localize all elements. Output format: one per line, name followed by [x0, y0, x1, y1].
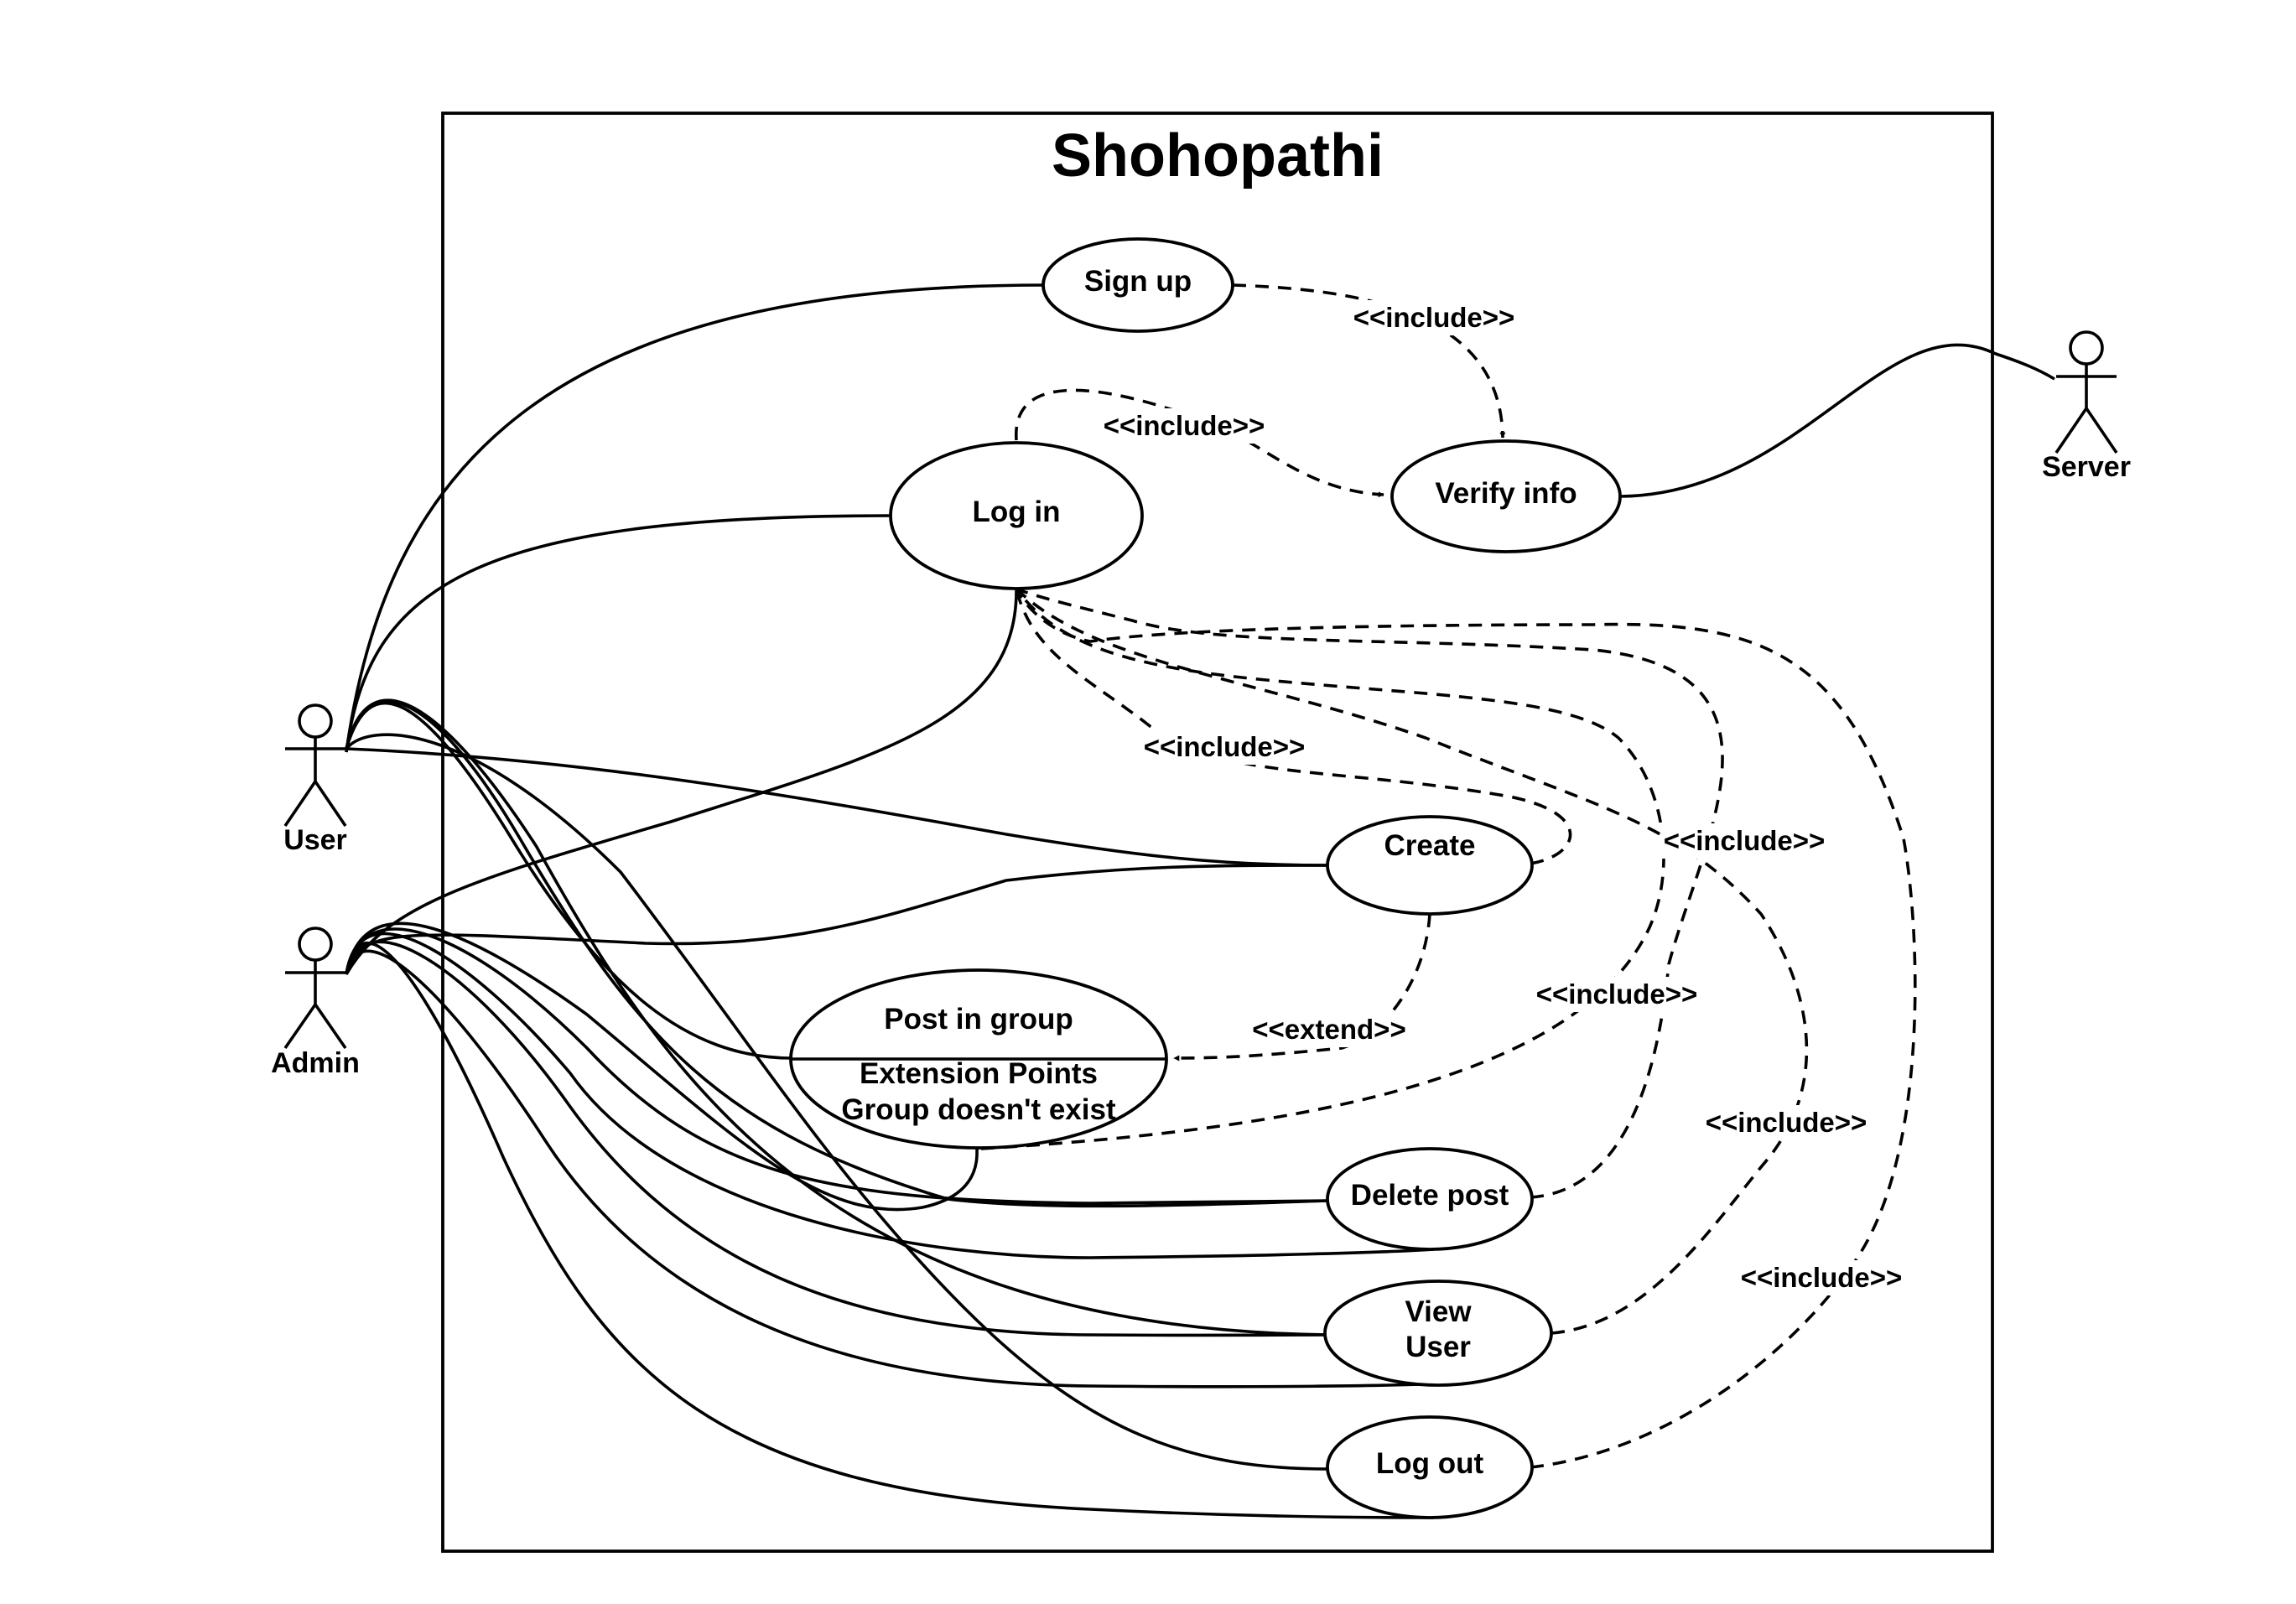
assoc-admin-delete-a — [345, 927, 1330, 1205]
label-include-login-verify: <<include>> — [1104, 410, 1265, 441]
include-logout-login — [1015, 588, 1917, 1469]
use-case-delete-post[interactable]: Delete post — [1326, 1147, 1534, 1251]
system-title: Shohopathi — [1052, 122, 1384, 189]
use-case-sign-up-label: Sign up — [1084, 265, 1192, 298]
use-case-create[interactable]: Create — [1326, 815, 1534, 916]
label-include-delete-login: <<include>> — [1664, 825, 1826, 856]
assoc-admin-view-b — [345, 949, 1447, 1389]
assoc-user-view — [345, 698, 1330, 1337]
extension-points-heading: Extension Points — [860, 1057, 1098, 1090]
assoc-admin-logout — [345, 941, 1435, 1519]
assoc-admin-login — [345, 586, 1018, 975]
include-post-login — [980, 587, 1665, 1150]
label-extend-create-post: <<extend>> — [1252, 1014, 1405, 1045]
include-create-login — [1015, 588, 1572, 865]
actor-user-label: User — [283, 824, 347, 856]
relation-labels: <<include>> <<include>> <<include>> <<in… — [1100, 300, 1905, 1295]
admin-associations — [345, 586, 1447, 1519]
use-case-post-in-group-label: Post in group — [884, 1003, 1073, 1036]
include-delete-login — [1016, 587, 1724, 1199]
assoc-user-login — [345, 514, 893, 753]
actor-admin-label: Admin — [271, 1047, 360, 1079]
use-case-verify-info-label: Verify info — [1435, 477, 1577, 510]
use-case-log-in[interactable]: Log in — [889, 441, 1144, 590]
use-case-sign-up[interactable]: Sign up — [1042, 237, 1234, 333]
system-boundary — [441, 112, 1994, 1553]
use-case-log-in-label: Log in — [973, 496, 1061, 528]
use-case-view-user[interactable]: View User — [1323, 1280, 1553, 1387]
actor-server-label: Server — [2042, 451, 2131, 483]
actor-user[interactable]: User — [283, 703, 347, 856]
use-case-log-out[interactable]: Log out — [1326, 1415, 1534, 1519]
label-include-logout-login: <<include>> — [1741, 1262, 1903, 1293]
assoc-admin-delete-b — [345, 932, 1435, 1259]
extension-point-group-doesnt-exist: Group doesn't exist — [841, 1093, 1116, 1126]
label-include-view-login: <<include>> — [1706, 1107, 1867, 1138]
use-case-view-user-label-line1: View — [1405, 1295, 1472, 1328]
label-include-signup-verify: <<include>> — [1353, 302, 1515, 333]
assoc-user-logout — [345, 733, 1330, 1471]
assoc-user-create — [345, 747, 1330, 867]
use-case-view-user-label-line2: User — [1405, 1331, 1471, 1363]
include-view-login — [1015, 587, 1809, 1335]
actor-admin[interactable]: Admin — [271, 927, 360, 1079]
use-case-delete-post-label: Delete post — [1351, 1179, 1509, 1212]
assoc-user-signup — [345, 283, 1045, 753]
assoc-admin-create — [345, 864, 1330, 975]
use-case-log-out-label: Log out — [1376, 1447, 1484, 1480]
assoc-user-post — [345, 701, 793, 1060]
use-case-post-in-group[interactable]: Post in group Extension Points Group doe… — [789, 968, 1168, 1150]
actor-server[interactable]: Server — [2042, 330, 2131, 483]
use-case-create-label: Create — [1384, 829, 1476, 862]
assoc-admin-view-a — [345, 940, 1330, 1337]
user-associations — [345, 283, 1330, 1471]
label-include-post-login: <<include>> — [1536, 978, 1698, 1010]
assoc-user-delete — [345, 700, 1330, 1208]
include-relations — [980, 283, 1917, 1469]
assoc-server-verify — [1619, 343, 2055, 498]
assoc-admin-post-extension — [345, 921, 979, 1212]
label-include-create-login: <<include>> — [1144, 731, 1306, 762]
extend-create-post — [1173, 913, 1431, 1062]
use-case-verify-info[interactable]: Verify info — [1390, 439, 1622, 553]
